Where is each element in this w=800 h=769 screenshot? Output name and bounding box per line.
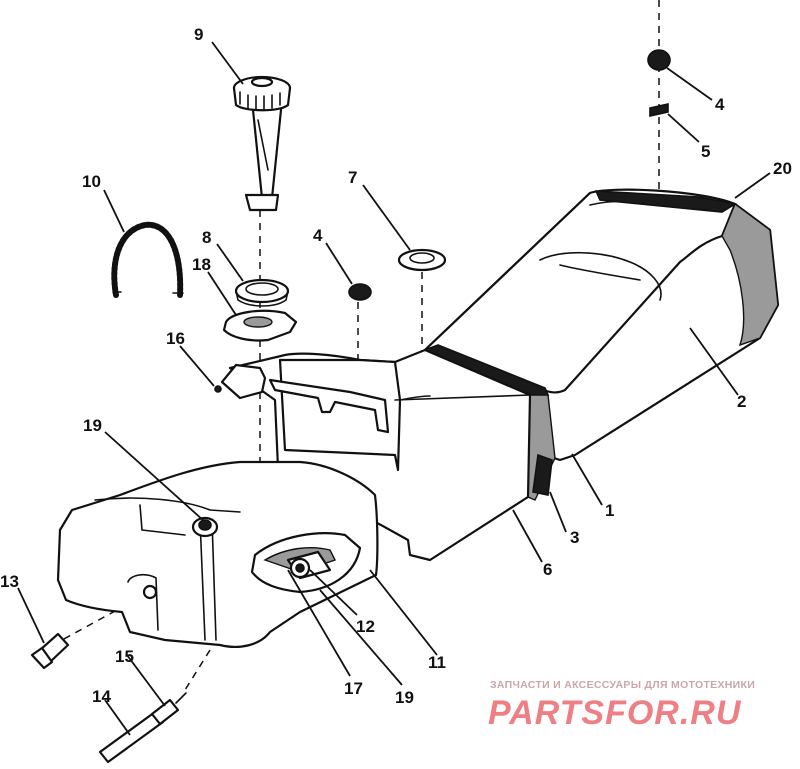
callout-7: 7 <box>348 168 357 187</box>
grommet-top <box>647 49 671 71</box>
callout-9: 9 <box>194 25 203 44</box>
callout-19-upper: 19 <box>83 416 102 435</box>
callout-12: 12 <box>356 617 375 636</box>
callout-8: 8 <box>202 228 211 247</box>
callout-2: 2 <box>737 392 746 411</box>
ring-washer <box>397 248 447 272</box>
grommet-left <box>348 283 372 301</box>
callout-3: 3 <box>570 528 579 547</box>
spring-clip <box>111 221 184 298</box>
callout-15: 15 <box>115 647 134 666</box>
watermark-brand: PARTSFOR.RU <box>488 694 742 732</box>
callout-labels: 9 10 8 18 16 4 7 4 5 20 2 1 3 6 19 13 15… <box>0 25 792 707</box>
filler-cap <box>232 75 292 212</box>
washer <box>649 103 669 117</box>
callout-18: 18 <box>192 255 211 274</box>
fuel-tank <box>56 460 379 649</box>
callout-17: 17 <box>344 679 363 698</box>
callout-11: 11 <box>428 653 446 672</box>
fuel-line <box>98 692 187 764</box>
callout-1: 1 <box>605 501 614 520</box>
watermark: ЗАПЧАСТИ И АКСЕССУАРЫ ДЛЯ МОТОТЕХНИКИ PA… <box>488 679 755 732</box>
callout-19-lower: 19 <box>395 688 414 707</box>
callout-14: 14 <box>92 687 111 706</box>
gasket-ring <box>234 278 290 307</box>
watermark-caption: ЗАПЧАСТИ И АКСЕССУАРЫ ДЛЯ МОТОТЕХНИКИ <box>490 679 755 691</box>
callout-20: 20 <box>773 159 792 178</box>
callout-5: 5 <box>701 142 710 161</box>
fuel-fitting <box>30 632 70 670</box>
callout-6: 6 <box>543 560 552 579</box>
callout-13: 13 <box>0 572 19 591</box>
gasket-plate <box>222 309 298 342</box>
callout-16: 16 <box>166 329 185 348</box>
callout-4-top: 4 <box>715 95 725 114</box>
leader-lines <box>17 41 771 736</box>
body-shell <box>214 348 532 562</box>
callout-4-left: 4 <box>313 226 323 245</box>
callout-10: 10 <box>82 172 101 191</box>
